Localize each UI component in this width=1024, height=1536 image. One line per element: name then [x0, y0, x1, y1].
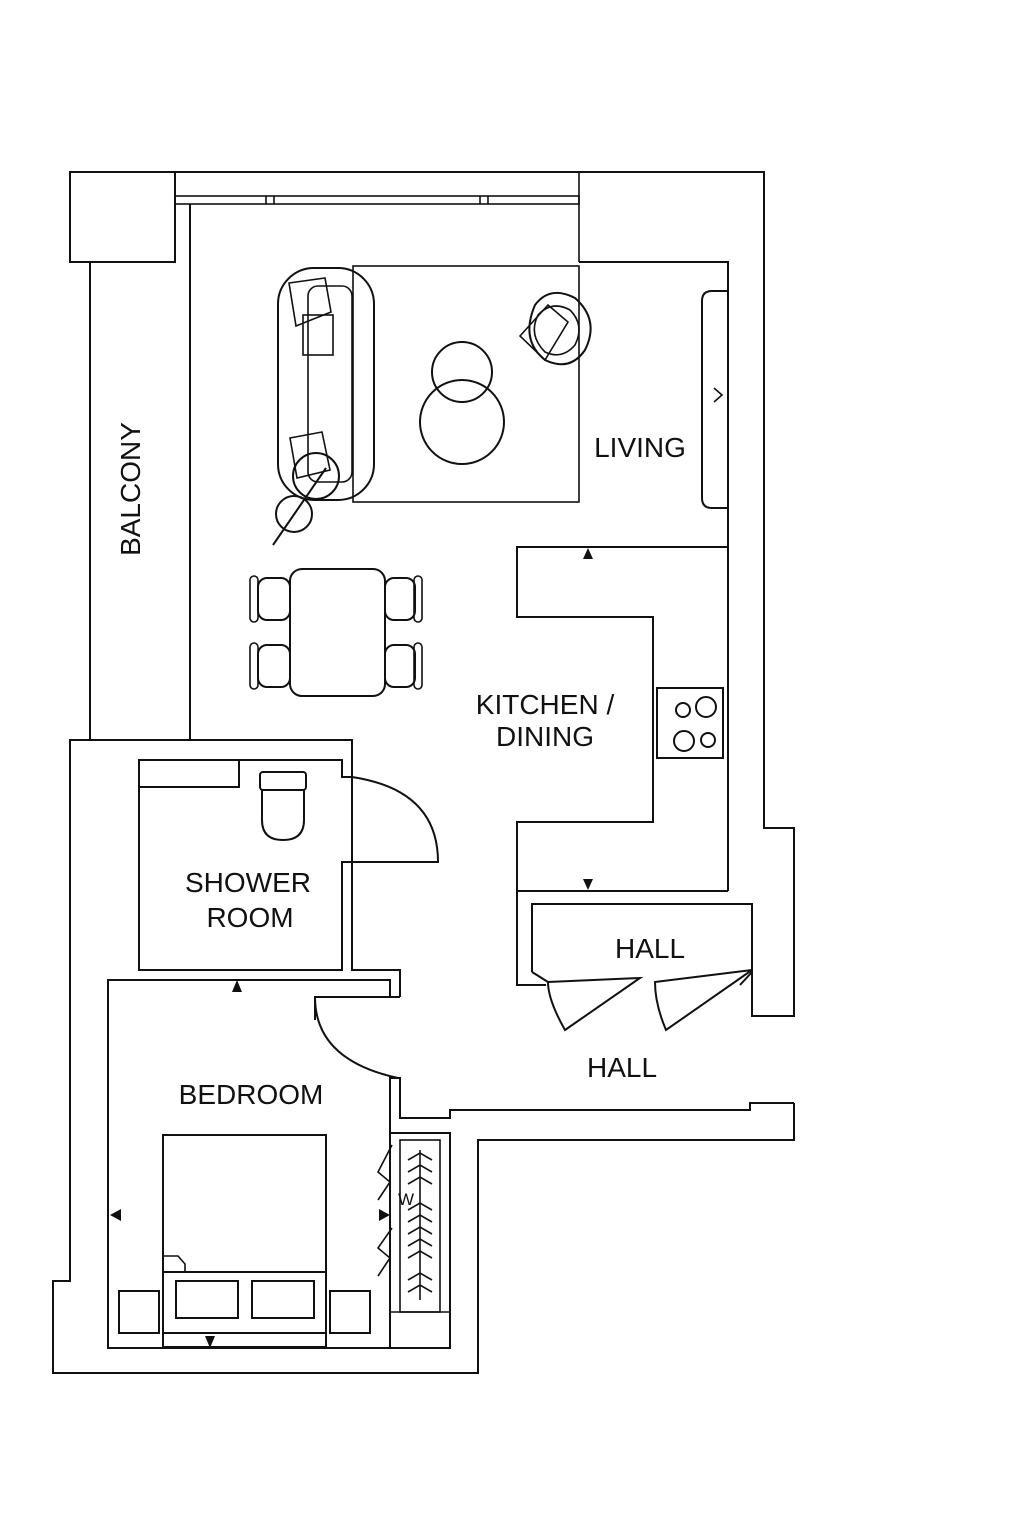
- pillow-icon: [175, 1280, 239, 1319]
- hob-icon: [656, 687, 724, 759]
- wardrobe-label: W: [398, 1190, 414, 1209]
- shower-label-line1: SHOWER: [185, 867, 311, 898]
- kitchen-label-line2: DINING: [496, 721, 594, 752]
- pillow-icon: [251, 1280, 315, 1319]
- door-swing-icon: [351, 776, 440, 863]
- hall-inner-label: HALL: [615, 933, 685, 964]
- kitchen-wall: [516, 261, 729, 986]
- radiator-arrow-icon: [583, 879, 593, 890]
- living-furniture: [272, 265, 592, 546]
- balcony-label: BALCONY: [115, 422, 146, 556]
- hall-main-label: HALL: [587, 1052, 657, 1083]
- radiator-arrow-icon: [379, 1209, 390, 1221]
- shower-label-line2: ROOM: [206, 902, 293, 933]
- toilet-icon: [259, 771, 307, 842]
- door-swing-icon: [314, 996, 399, 1079]
- armchair-icon: [518, 291, 592, 366]
- radiator-arrow-icon: [232, 980, 242, 992]
- radiator-arrow-icon: [205, 1336, 215, 1348]
- chair-icon: [249, 642, 291, 690]
- sofa-icon: [277, 267, 375, 501]
- living-walls: [516, 261, 729, 986]
- nightstand-icon: [118, 1290, 160, 1334]
- radiator-arrow-icon: [110, 1209, 121, 1221]
- wardrobe-icon: W: [376, 1132, 451, 1349]
- kitchen-label-line1: KITCHEN /: [476, 689, 615, 720]
- tv-arrow-icon: [713, 387, 724, 403]
- shower-room-walls: [70, 739, 440, 997]
- chair-icon: [249, 575, 291, 623]
- chair-icon: [384, 642, 423, 690]
- rug: [352, 265, 580, 503]
- bed-icon: [162, 1134, 327, 1348]
- shower-tray: [138, 759, 240, 788]
- door-swing-icon: [531, 969, 753, 1032]
- living-label: LIVING: [594, 432, 686, 463]
- nightstand-icon: [329, 1290, 371, 1334]
- window-frame: [174, 195, 580, 205]
- tv-unit: [701, 290, 728, 509]
- dining-table-icon: [249, 568, 423, 697]
- floor-lamp-icon: [272, 452, 340, 546]
- balcony-corner-column: [69, 171, 176, 263]
- outer-walls: [52, 171, 795, 1374]
- bedroom-label: BEDROOM: [179, 1079, 324, 1110]
- inner-hall: [517, 903, 753, 1032]
- outer-wall-east-lower: [52, 739, 795, 1374]
- chair-icon: [384, 575, 423, 623]
- bedroom-walls: W: [107, 979, 794, 1349]
- radiator-arrow-icon: [583, 548, 593, 559]
- coffee-table-icon: [419, 341, 505, 465]
